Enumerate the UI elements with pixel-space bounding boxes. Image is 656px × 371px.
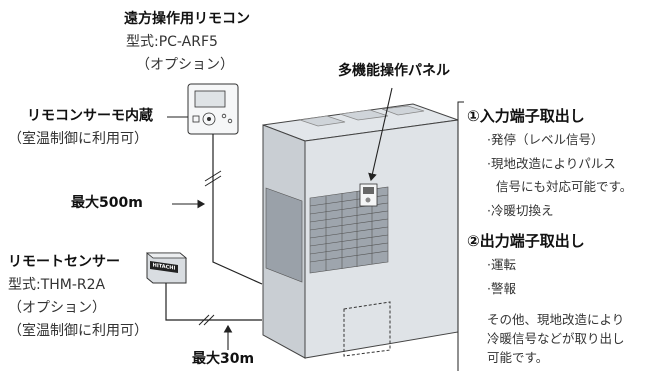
input-item: ·現地改造によりパルス — [487, 156, 616, 171]
wire-remote-controller — [212, 134, 263, 285]
input-section-title: ①入力端子取出し — [467, 107, 585, 125]
input-item: ·発停（レベル信号） — [487, 132, 604, 147]
distance-30m-label: 最大30m — [192, 351, 255, 367]
remote-sensor-option: （オプション） — [8, 300, 106, 316]
input-item: ·冷暖切換え — [487, 203, 554, 218]
break-mark-1 — [204, 170, 222, 182]
panel-label: 多機能操作パネル — [338, 63, 450, 79]
info-bracket — [457, 101, 464, 371]
thermo-label-note: （室温制御に利用可） — [8, 131, 148, 147]
unit-panel-button — [365, 197, 371, 203]
unit-top-panel-2 — [339, 109, 389, 121]
break-mark-4 — [203, 314, 215, 326]
remote-controller-model: 型式:PC-ARF5 — [126, 34, 218, 50]
remote-sensor-model: 型式:THM-R2A — [8, 277, 106, 293]
remote-sensor-title: リモートセンサー — [8, 254, 120, 270]
distance-500m-label: 最大500m — [71, 195, 143, 211]
unit-top-panel-3 — [381, 105, 425, 116]
break-mark-3 — [198, 314, 210, 326]
thermo-label-title: リモコンサーモ内蔵 — [27, 108, 153, 124]
output-item: ·警報 — [487, 281, 516, 296]
input-item: 信号にも対応可能です。 — [496, 179, 633, 194]
remote-controller-device — [187, 83, 239, 135]
output-note-line: 冷暖信号などが取り出し — [487, 331, 625, 346]
unit-front-grille — [265, 187, 303, 283]
unit-top-panel-1 — [299, 115, 346, 127]
terminal-box — [343, 301, 391, 357]
break-mark-2 — [204, 175, 222, 187]
remote-controller-title: 遠方操作用リモコン — [124, 11, 250, 27]
arrow-panel — [368, 87, 393, 182]
remote-sensor-note: （室温制御に利用可） — [8, 323, 148, 339]
unit-panel-screen — [363, 187, 374, 194]
unit-grille — [309, 186, 389, 274]
wire-remote-sensor — [165, 283, 262, 321]
remote-controller-option: （オプション） — [136, 57, 234, 73]
output-section-title: ②出力端子取出し — [467, 232, 585, 250]
output-item: ·運転 — [487, 257, 516, 272]
output-note-line: 可能です。 — [487, 350, 549, 365]
output-note-line: その他、現地改造により — [487, 312, 625, 327]
